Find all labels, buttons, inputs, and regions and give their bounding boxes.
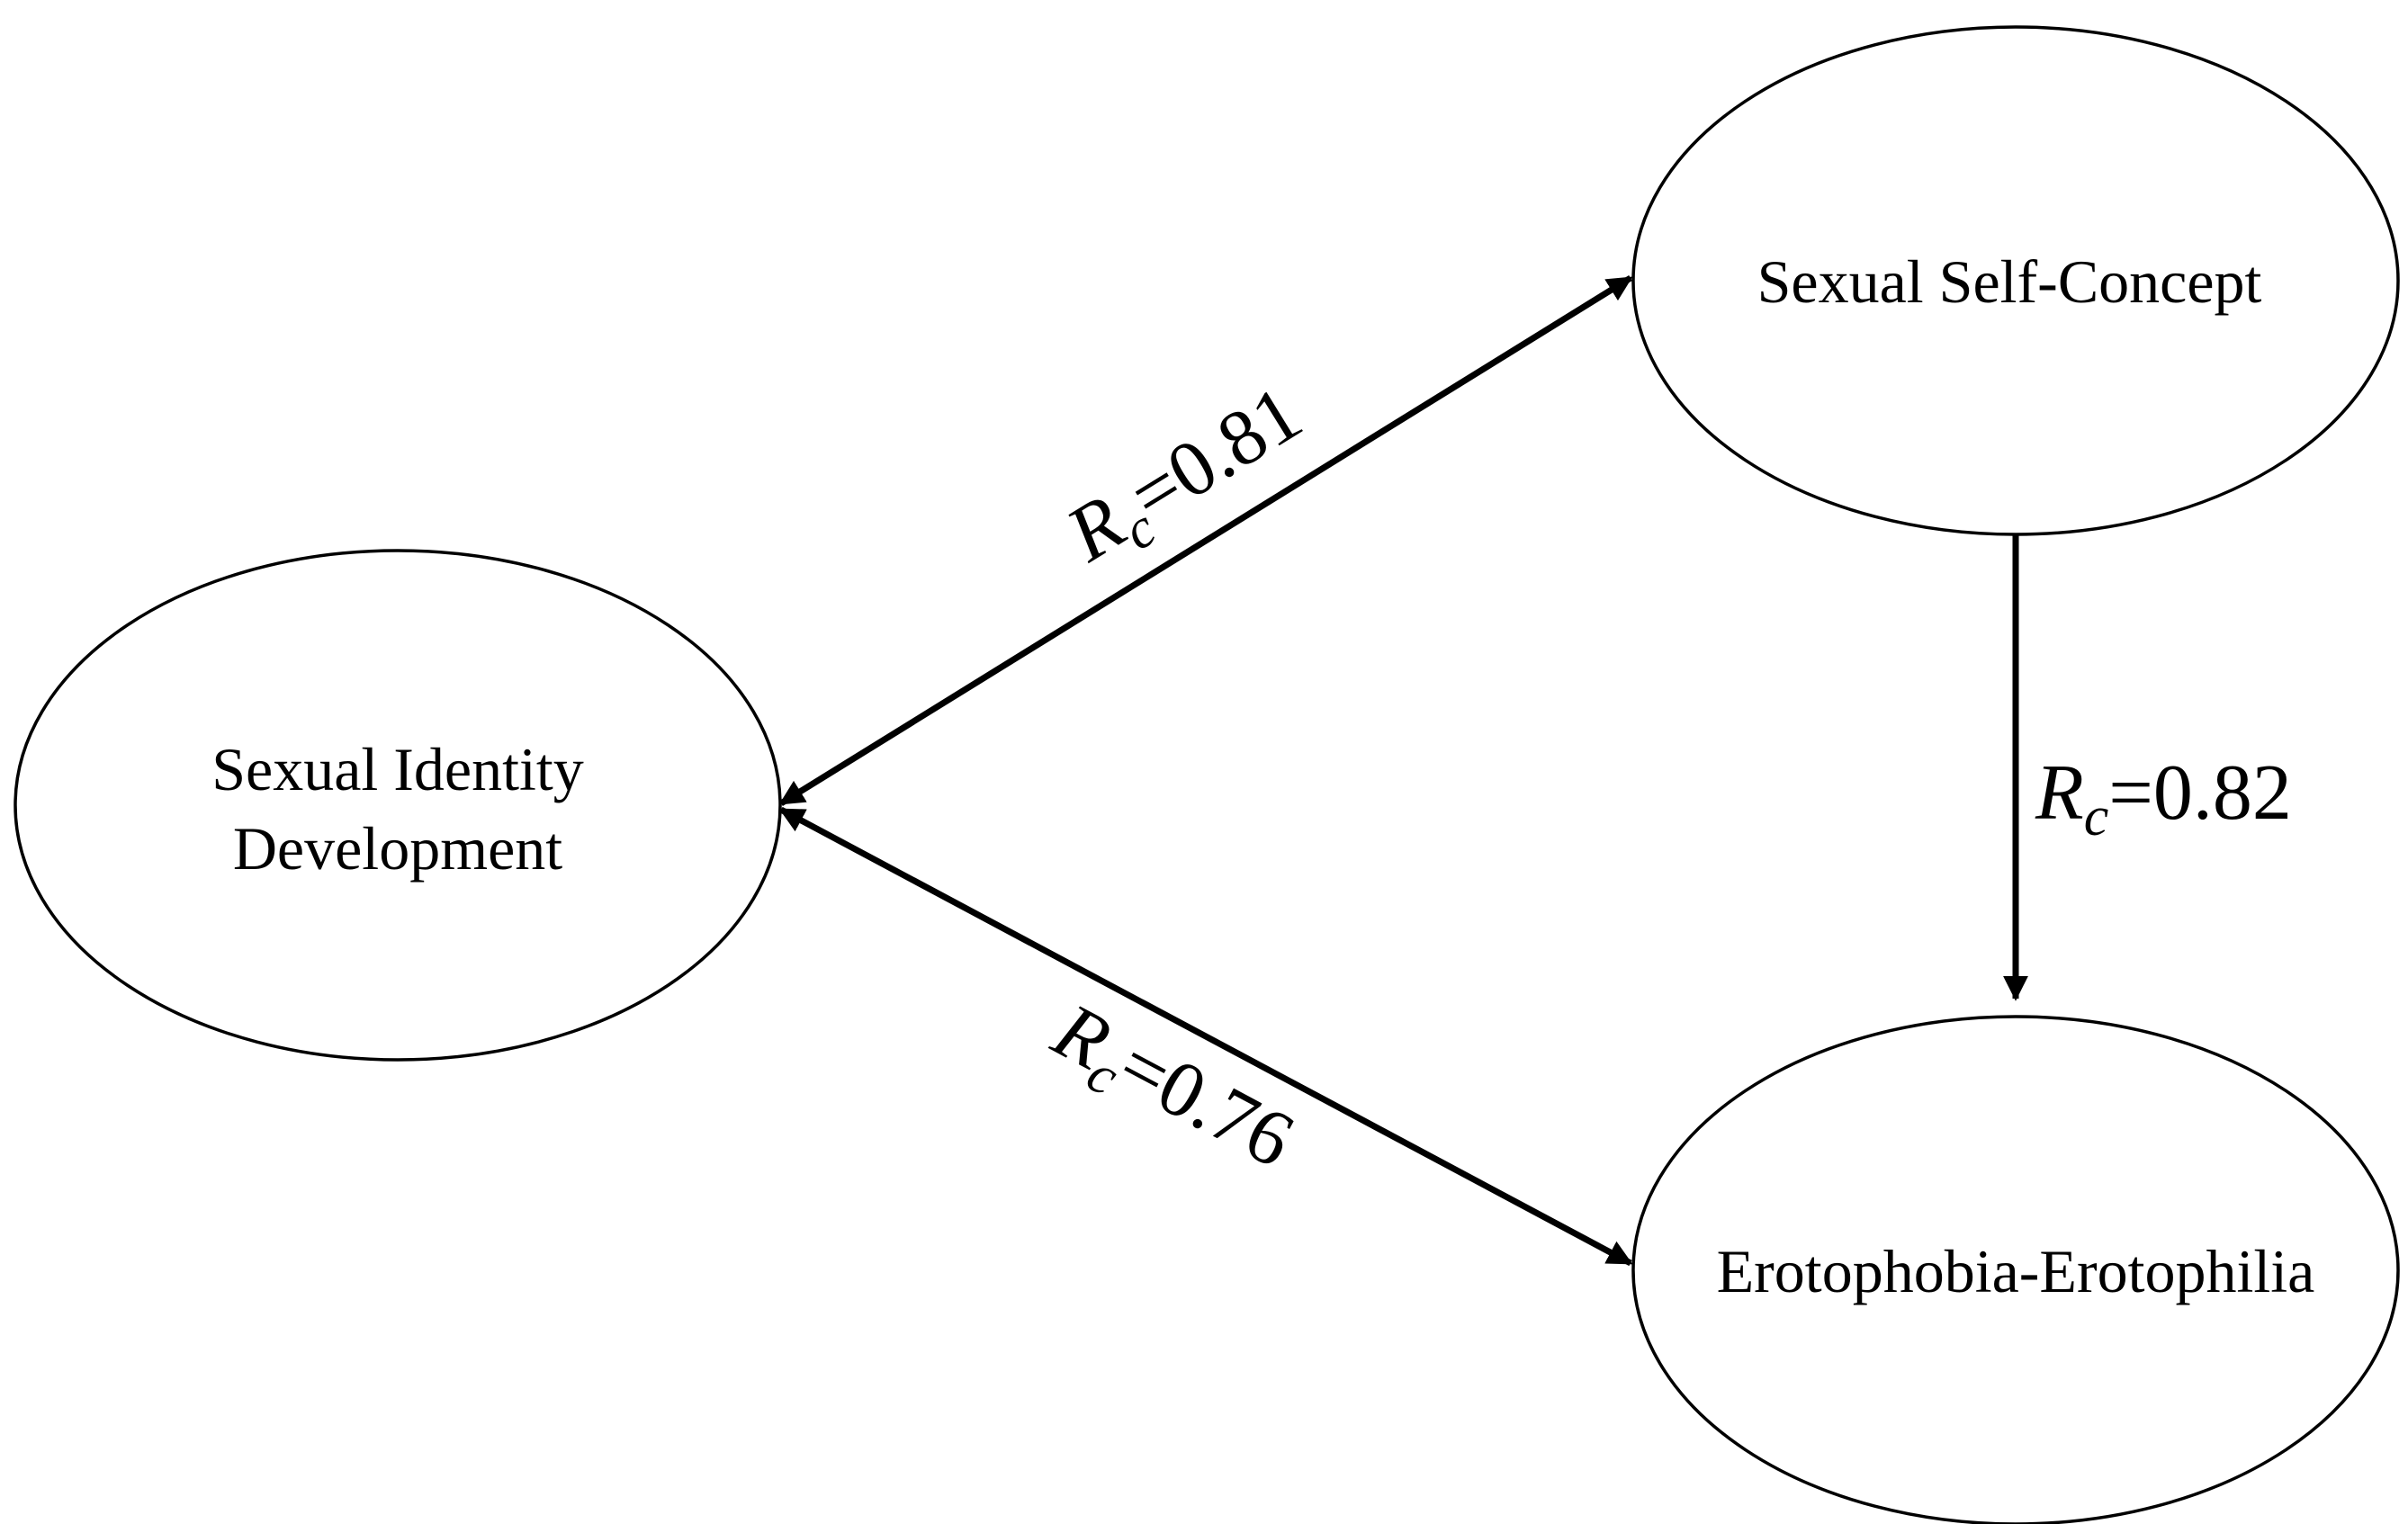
edge-label-value: =0.82 [2108, 749, 2292, 837]
node-erotophobia-erotophilia: Erotophobia-Erotophilia [1631, 1015, 2400, 1524]
node-label-sexual-identity-line1: Sexual Identity [211, 735, 584, 803]
node-label-sexual-identity-line2: Development [233, 814, 562, 883]
edge-identity-erotophobia [778, 806, 1633, 1267]
node-label-sexual-self-concept: Sexual Self-Concept [1757, 247, 2262, 316]
node-sexual-self-concept: Sexual Self-Concept [1631, 25, 2400, 536]
edge-identity-self-concept [778, 275, 1633, 806]
node-sexual-identity-development: Sexual Identity Development [13, 549, 782, 1062]
edge-label-subscript: c [2084, 786, 2109, 847]
edge-label-self-concept-erotophobia: Rc=0.82 [2035, 749, 2292, 847]
edge-label-value: =0.76 [1104, 1021, 1307, 1184]
node-label-erotophobia-erotophilia: Erotophobia-Erotophilia [1717, 1237, 2315, 1305]
edge-label-value: =0.81 [1115, 370, 1316, 541]
edge-label-symbol: R [2035, 749, 2084, 837]
